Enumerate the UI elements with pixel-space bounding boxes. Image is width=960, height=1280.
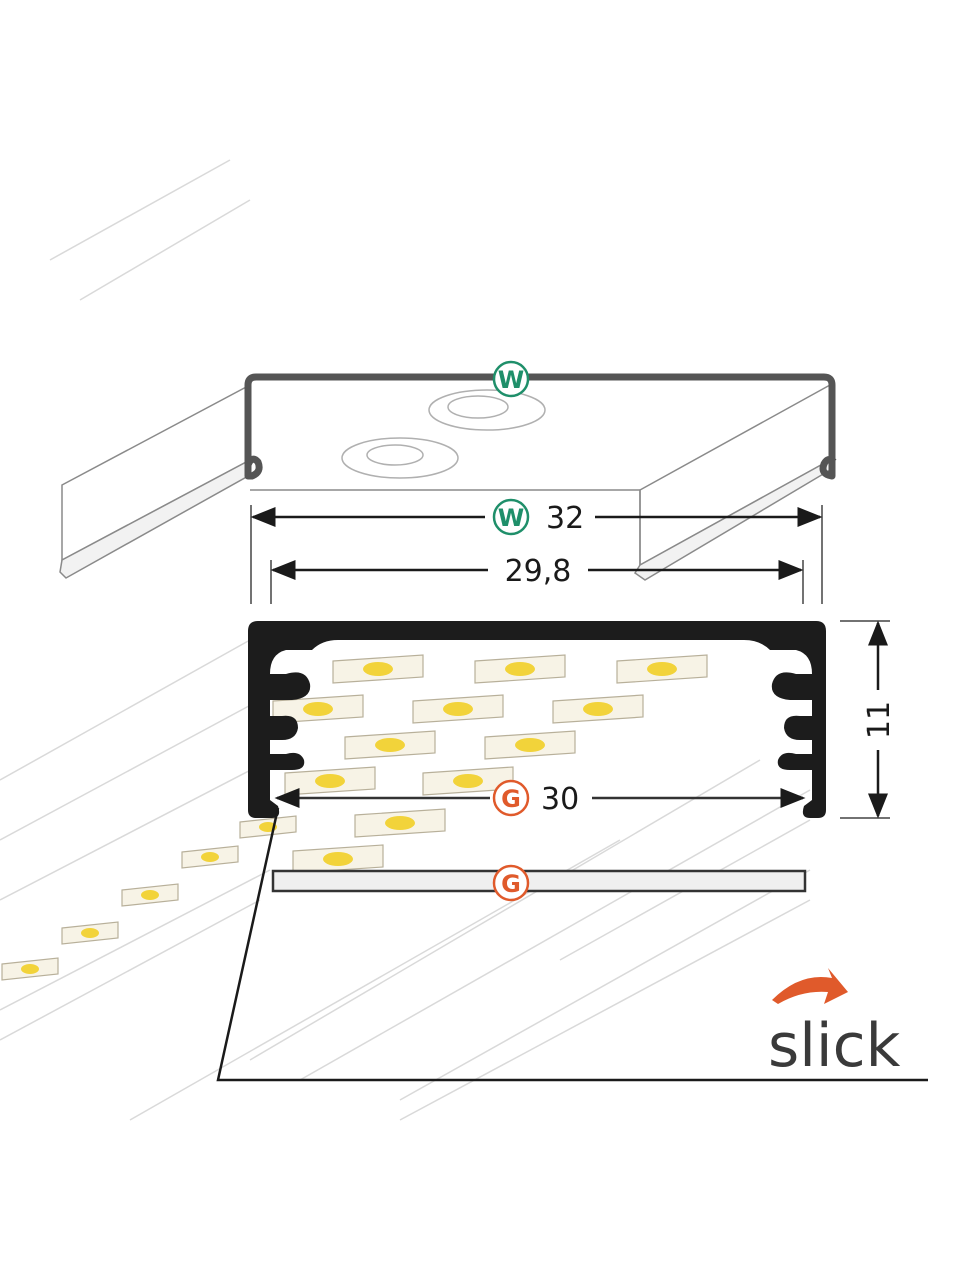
logo-text: slick	[768, 1011, 901, 1081]
led-chip	[583, 702, 613, 716]
slick-logo: slick	[768, 968, 901, 1081]
badge-top-cover: W	[492, 360, 530, 398]
dimension-lines	[216, 505, 928, 1082]
led-chip	[385, 816, 415, 830]
base-strip	[271, 869, 807, 893]
badge-base-dimension: G	[492, 779, 530, 817]
led-chip	[453, 774, 483, 788]
svg-text:W: W	[498, 366, 524, 394]
cover-reflections	[341, 389, 546, 479]
logo-arrow-icon	[772, 968, 848, 1004]
svg-text:W: W	[498, 504, 524, 532]
base-width-label: 30	[541, 782, 579, 817]
inner-width-label: 29,8	[505, 554, 572, 589]
led-chip	[375, 738, 405, 752]
cover-width-label: 32	[546, 501, 584, 536]
led-chip	[647, 662, 677, 676]
led-chip	[141, 890, 159, 900]
led-chip	[515, 738, 545, 752]
led-strip	[1, 654, 708, 981]
badge-width-dimension: W	[492, 498, 530, 536]
aluminium-profile	[248, 621, 826, 818]
led-chip	[323, 852, 353, 866]
led-chip	[443, 702, 473, 716]
led-chip	[201, 852, 219, 862]
profile-height-label: 11	[862, 701, 897, 739]
led-chip	[505, 662, 535, 676]
led-chip	[21, 964, 39, 974]
badge-glass-strip: G	[492, 864, 530, 902]
svg-text:G: G	[501, 870, 521, 898]
led-chip	[363, 662, 393, 676]
cover-profile	[244, 373, 837, 480]
svg-text:G: G	[501, 785, 521, 813]
perspective-lines	[0, 159, 811, 1121]
led-chip	[81, 928, 99, 938]
led-chip	[303, 702, 333, 716]
led-chip	[315, 774, 345, 788]
cover-extrusion	[59, 383, 831, 581]
